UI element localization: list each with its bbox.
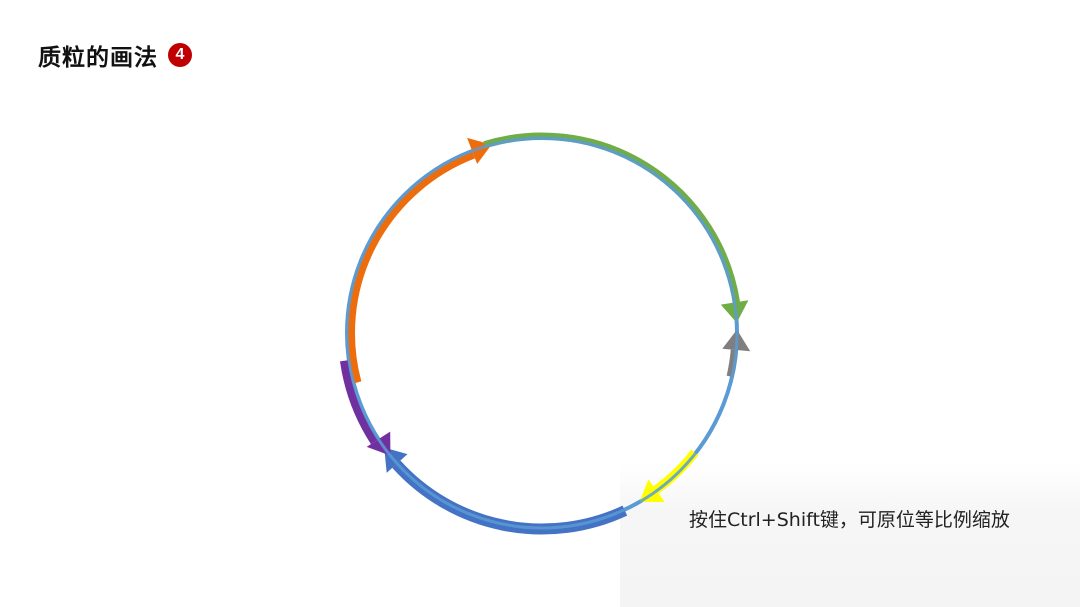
hint-panel bbox=[620, 462, 1080, 607]
step-number-badge: 4 bbox=[168, 43, 192, 67]
yellow-arrow-segment-body bbox=[653, 449, 699, 494]
orange-arrow-segment bbox=[347, 137, 492, 384]
hint-text: 按住Ctrl+Shift键，可原位等比例缩放 bbox=[689, 509, 1010, 531]
purple-arrow-segment-body bbox=[339, 360, 378, 445]
title-text: 质粒的画法 bbox=[38, 45, 158, 71]
blue-arrow-segment-body bbox=[392, 460, 628, 535]
blue-arrow-segment bbox=[384, 447, 628, 535]
yellow-arrow-segment bbox=[639, 449, 699, 503]
orange-arrow-segment-body bbox=[347, 150, 475, 384]
plasmid-ring-overlay bbox=[345, 136, 739, 530]
gray-arrow-segment-body bbox=[726, 349, 738, 378]
green-arrow-segment-body bbox=[483, 132, 741, 303]
slide-title: 质粒的画法 4 bbox=[38, 38, 192, 72]
